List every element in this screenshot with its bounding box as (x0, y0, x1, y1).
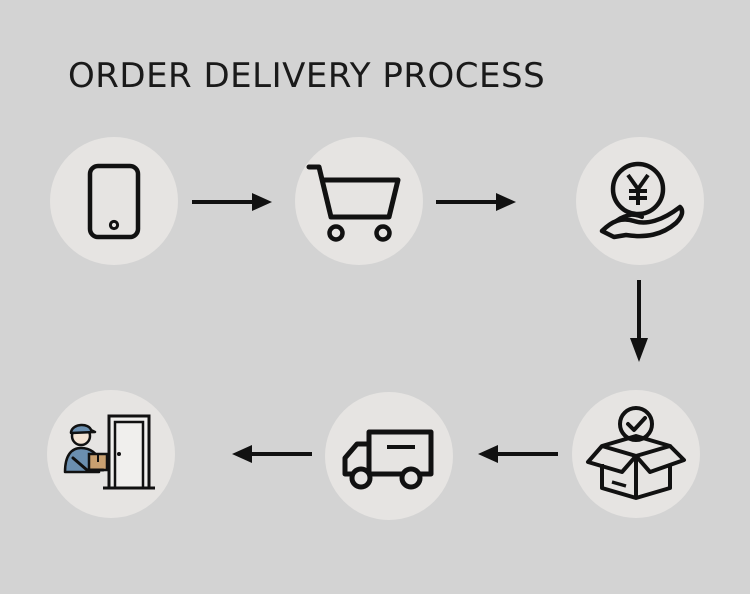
packed-box-check-icon (586, 406, 686, 500)
arrow-down-icon (630, 280, 648, 362)
step-payment-node (576, 137, 704, 265)
step-order-node (50, 137, 178, 265)
smartphone-icon (87, 163, 141, 240)
arrow-left-icon (232, 445, 312, 463)
arrow-right-icon (436, 193, 516, 211)
delivery-truck-icon (342, 429, 434, 490)
courier-at-door-icon (63, 414, 155, 490)
arrow-left-icon (478, 445, 558, 463)
arrow-right-icon (192, 193, 272, 211)
step-cart-node (295, 137, 423, 265)
shopping-cart-icon (306, 164, 401, 242)
step-shipping-node (325, 392, 453, 520)
step-packing-node (572, 390, 700, 518)
step-delivered-node (47, 390, 175, 518)
yen-payment-hand-icon (599, 161, 685, 240)
diagram-title: ORDER DELIVERY PROCESS (68, 56, 546, 96)
